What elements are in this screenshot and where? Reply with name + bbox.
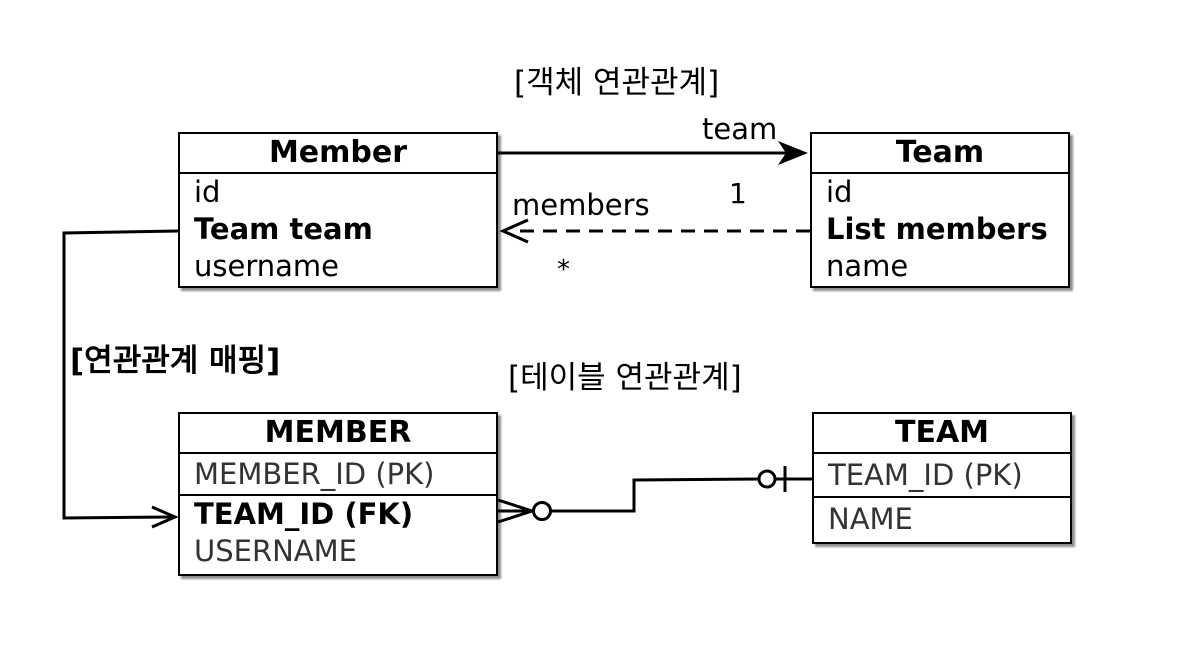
member-class-field-username: username	[194, 249, 339, 283]
team-table-field-team-id: TEAM_ID (PK)	[828, 458, 1023, 492]
team-association-arrowhead	[778, 141, 808, 165]
team-class-title: Team	[812, 134, 1068, 174]
mapping-connector-arrowhead	[151, 505, 179, 529]
team-class-box: Team id List members name	[810, 132, 1070, 288]
erd-relationship-line	[551, 477, 761, 513]
member-class-field-team: Team team	[194, 212, 373, 246]
team-class-field-name: name	[826, 249, 909, 283]
member-class-title: Member	[180, 134, 496, 174]
erd-optional-circle-team-side	[757, 469, 777, 489]
team-class-field-members: List members	[826, 212, 1048, 246]
member-table-box: MEMBER MEMBER_ID (PK) TEAM_ID (FK) USERN…	[178, 412, 498, 576]
team-association-label: team	[702, 112, 778, 146]
mapping-label: [연관관계 매핑]	[70, 343, 281, 379]
object-relation-title: [객체 연관관계]	[514, 65, 720, 101]
team-table-title: TEAM	[814, 414, 1070, 454]
members-association-label: members	[512, 188, 650, 222]
member-class-field-id: id	[194, 175, 221, 209]
member-table-field-member-id: MEMBER_ID (PK)	[194, 457, 435, 491]
member-table-field-username: USERNAME	[194, 534, 357, 568]
team-class-field-id: id	[826, 175, 853, 209]
team-table-field-name: NAME	[814, 496, 1070, 540]
table-relation-title: [테이블 연관관계]	[508, 360, 742, 396]
team-table-box: TEAM TEAM_ID (PK) NAME	[812, 412, 1072, 544]
members-multiplicity: *	[557, 255, 570, 285]
members-association-arrowhead	[499, 218, 529, 244]
member-class-box: Member id Team team username	[178, 132, 498, 288]
team-multiplicity: 1	[729, 177, 747, 210]
erd-optional-circle-member-side	[532, 501, 552, 521]
member-table-field-team-id: TEAM_ID (FK)	[180, 494, 496, 533]
mapping-connector-line	[62, 229, 179, 520]
member-table-title: MEMBER	[180, 414, 496, 454]
